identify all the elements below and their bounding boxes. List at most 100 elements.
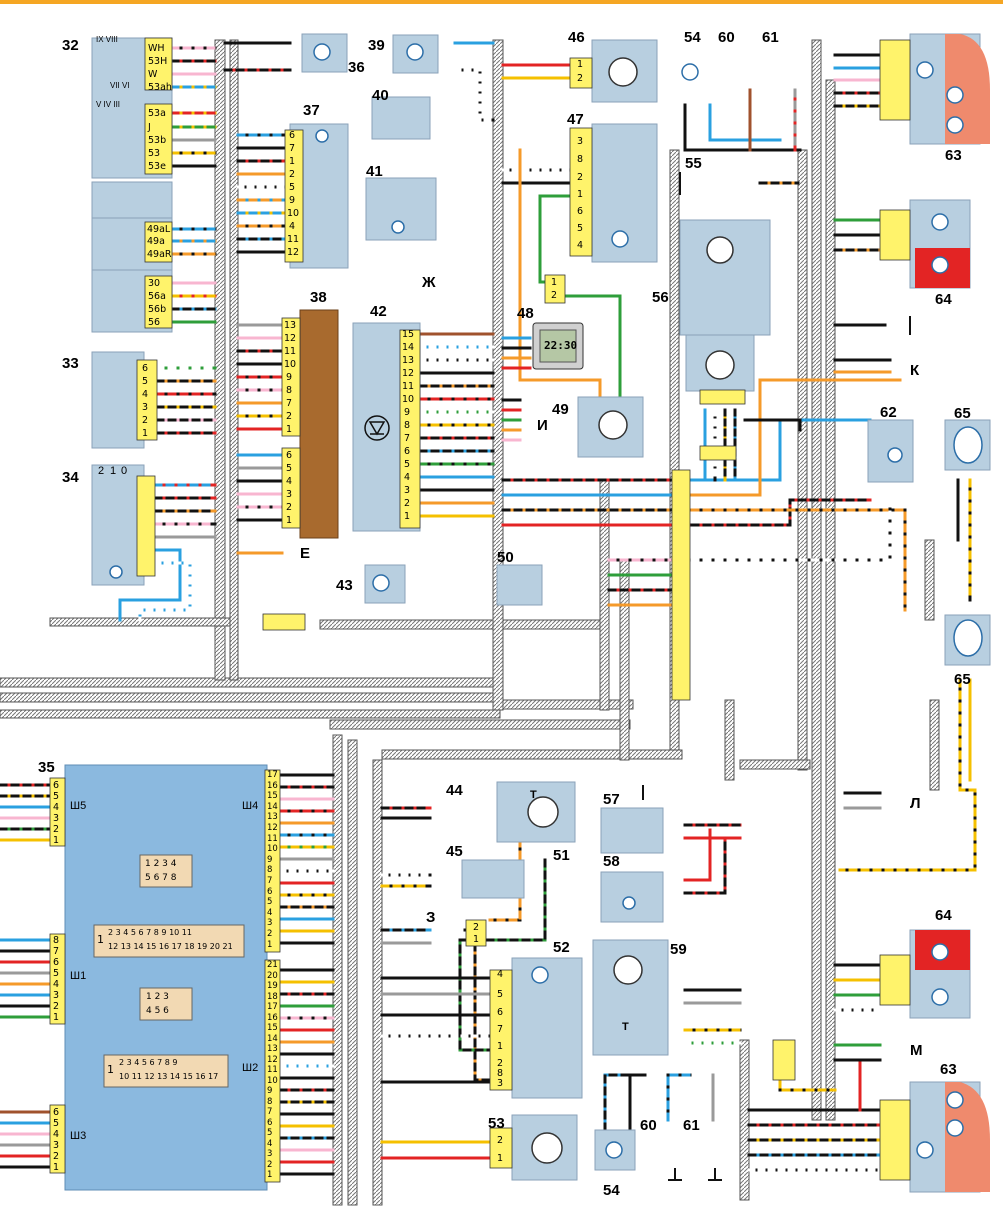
pin: 4: [53, 979, 60, 990]
pin: 12: [267, 823, 278, 833]
pin: 19: [267, 981, 278, 991]
pin: 11: [267, 833, 278, 844]
pin: 10: [284, 359, 297, 370]
pin: 4: [497, 969, 504, 980]
pin: 5: [53, 968, 60, 979]
label-55: 55: [685, 155, 702, 172]
switch32-header-2: V IV III: [96, 100, 121, 109]
pin: 2: [267, 929, 273, 939]
pin: 2: [267, 1159, 273, 1170]
pin: 6: [404, 446, 411, 457]
pin: 12: [267, 1054, 278, 1065]
pin: 1: [53, 1012, 60, 1023]
pin: 3: [577, 136, 584, 147]
pin: 7: [289, 143, 296, 154]
pin: 17: [267, 770, 278, 780]
pin: 56b: [148, 304, 167, 315]
pin: 3: [267, 918, 273, 929]
label-60-bottom: 60: [640, 1117, 657, 1134]
pin: 14: [402, 342, 415, 353]
pin: 7: [53, 946, 60, 957]
motor-glyphs: [527, 57, 735, 1164]
lamp-glyphs: [109, 43, 983, 1159]
label-41: 41: [366, 163, 383, 180]
label-35: 35: [38, 759, 55, 776]
pin: 17: [267, 1002, 278, 1012]
label-61-bottom: 61: [683, 1117, 700, 1134]
pin: 3: [53, 1140, 60, 1151]
pin: 2: [577, 172, 584, 183]
label-42: 42: [370, 303, 387, 320]
pin: 3: [404, 485, 411, 496]
pin: 16: [267, 1012, 278, 1023]
pin: 4: [53, 1129, 60, 1140]
ground-symbols: [642, 172, 911, 1181]
pin: 6: [53, 957, 60, 968]
pin: 1: [577, 59, 584, 70]
label-63-top: 63: [945, 147, 962, 164]
pin: 1: [286, 515, 293, 526]
pin: 7: [404, 433, 411, 444]
connector-m: М: [910, 1042, 923, 1059]
label-54-bottom: 54: [603, 1182, 620, 1199]
pin: 10: [267, 1075, 278, 1086]
pin: 9: [404, 407, 411, 418]
pin: 1: [289, 156, 296, 167]
label-46: 46: [568, 29, 585, 46]
pin: 2: [53, 1151, 60, 1162]
pin: 2: [286, 502, 293, 513]
top-accent-line: [0, 0, 1003, 4]
pin: 2: [53, 1001, 60, 1012]
pin: 9: [267, 854, 273, 865]
ecu-block-c-row2: 4 5 6: [146, 1006, 169, 1016]
ecu-sh5-label: Ш5: [70, 800, 87, 812]
pin: 15: [402, 329, 415, 340]
ecu-block-a-row1: 1 2 3 4: [145, 859, 177, 869]
pin: 4: [142, 389, 149, 400]
thermo-t-51: T: [530, 789, 537, 801]
pin: 8: [267, 865, 273, 876]
ecu-block-a-row2: 5 6 7 8: [145, 873, 177, 883]
connector-k: К: [910, 362, 920, 379]
pin: 6: [267, 886, 273, 897]
connector-i: И: [537, 417, 548, 434]
label-43: 43: [336, 577, 353, 594]
thermo-t-59: T: [622, 1021, 629, 1033]
pin: W: [148, 69, 158, 80]
label-47: 47: [567, 111, 584, 128]
pin: 2: [404, 498, 411, 509]
pin: 10: [402, 394, 415, 405]
pin: 1: [577, 189, 584, 200]
switch34-pos-1: 1: [110, 465, 117, 477]
pin: 2: [551, 290, 558, 301]
pin: 6: [267, 1117, 273, 1128]
label-53: 53: [488, 1115, 505, 1132]
pin: 1: [497, 1041, 504, 1052]
label-64-top: 64: [935, 291, 952, 308]
pin: 4: [577, 240, 584, 251]
pin: 1: [267, 1170, 273, 1180]
pin: 53H: [148, 56, 168, 67]
ecu-sh4-label: Ш4: [242, 800, 259, 812]
pin: 8: [404, 420, 411, 431]
label-49: 49: [552, 401, 569, 418]
label-36: 36: [348, 59, 365, 76]
label-34: 34: [62, 469, 79, 486]
pin: 49aL: [147, 224, 171, 235]
pin: 4: [289, 221, 296, 232]
pin: 6: [53, 780, 60, 791]
pin: 3: [53, 990, 60, 1001]
pin: 10: [287, 208, 300, 219]
label-54-top: 54: [684, 29, 701, 46]
label-56: 56: [652, 289, 669, 306]
pin: 4: [404, 472, 411, 483]
pin: 1: [286, 424, 293, 435]
pin: 20: [267, 970, 278, 981]
pin: 7: [497, 1024, 504, 1035]
switch32-header-3: VII VI: [110, 81, 130, 90]
pin: 12: [284, 333, 297, 344]
label-37: 37: [303, 102, 320, 119]
pin: 2: [53, 824, 60, 835]
switch32-header-1: IX VIII: [96, 35, 118, 44]
pin: 7: [286, 398, 293, 409]
